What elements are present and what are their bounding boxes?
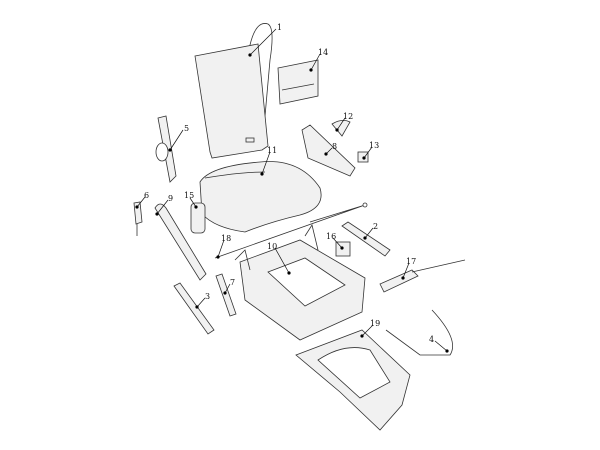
callout-19: 19 [370,319,380,328]
part-6 [133,201,143,236]
callout-14: 14 [318,48,328,57]
callouts: 1 2 3 4 5 6 7 8 9 10 11 12 13 14 15 16 1… [135,23,449,353]
callout-12: 12 [343,112,353,121]
rod-end [362,202,368,208]
callout-9: 9 [168,194,173,203]
callout-11: 11 [267,146,277,155]
part-bottom-plate [295,329,411,431]
part-back-panel [277,59,319,105]
callout-1: 1 [277,23,282,32]
callout-8: 8 [332,142,337,151]
callout-3: 3 [205,292,210,301]
callout-7: 7 [230,278,235,287]
part-15 [190,202,206,234]
part-12 [331,120,351,137]
callout-10: 10 [267,242,277,251]
part-seat-cushion [199,161,322,233]
part-3 [173,282,215,335]
part-7 [215,273,237,317]
part-backrest [194,23,273,159]
part-recliner [155,115,177,183]
part-17-cable [411,259,466,273]
callout-15: 15 [184,191,194,200]
part-4-wire [385,309,454,356]
part-rod [214,204,366,259]
callout-13: 13 [369,141,379,150]
callout-6: 6 [144,191,149,200]
part-side-bracket [301,124,356,177]
part-17 [379,269,419,293]
callout-4: 4 [429,335,434,344]
callout-5: 5 [184,124,189,133]
callout-17: 17 [406,257,416,266]
callout-18: 18 [221,234,231,243]
part-9-arm [154,203,207,281]
callout-2: 2 [373,222,378,231]
callout-16: 16 [326,232,336,241]
